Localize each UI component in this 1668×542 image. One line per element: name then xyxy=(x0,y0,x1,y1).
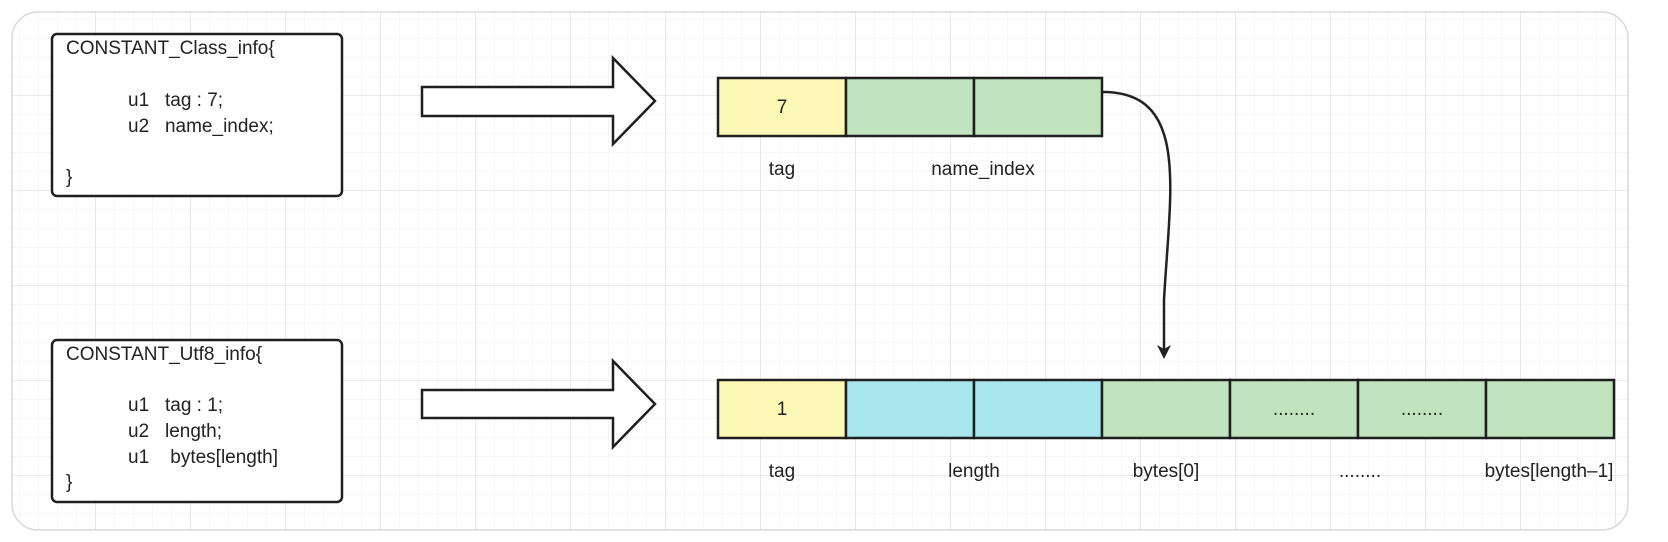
utf8-info-bytes-cell-last xyxy=(1484,378,1616,440)
utf8-info-cell-dots-1: ........ xyxy=(1273,399,1315,420)
utf8-info-tag-cell xyxy=(716,378,848,440)
class-info-block-arrow xyxy=(420,54,657,148)
utf8-info-bytes-first-label: bytes[0] xyxy=(1133,461,1200,482)
utf8-info-struct-box: CONSTANT_Utf8_info{ u1 tag : 1; u2 lengt… xyxy=(50,338,344,504)
utf8-info-cell-dots-2: ........ xyxy=(1401,399,1443,420)
class-info-tag-value: 7 xyxy=(777,97,788,118)
utf8-info-bytes-cell-dots-1 xyxy=(1228,378,1360,440)
utf8-info-block-arrow xyxy=(420,357,657,451)
class-info-name-index-cell-2 xyxy=(972,76,1104,138)
class-info-footer: } xyxy=(66,167,72,188)
class-info-line-tag: u1 tag : 7; xyxy=(128,90,223,111)
utf8-info-tag-value: 1 xyxy=(777,399,788,420)
class-info-line-name-index: u2 name_index; xyxy=(128,116,274,137)
utf8-info-bytes-dots-label: ........ xyxy=(1339,461,1381,482)
utf8-info-line-length: u2 length; xyxy=(128,421,222,442)
class-info-name-index-cell-1 xyxy=(844,76,976,138)
utf8-info-line-bytes: u1 bytes[length] xyxy=(128,447,278,468)
utf8-info-footer: } xyxy=(66,472,72,493)
name-index-reference-arrow xyxy=(1102,90,1172,359)
utf8-info-length-cell-1 xyxy=(844,378,976,440)
utf8-info-bytes-last-label: bytes[length–1] xyxy=(1485,461,1614,482)
class-info-header: CONSTANT_Class_info{ xyxy=(66,38,275,59)
utf8-info-line-tag: u1 tag : 1; xyxy=(128,395,223,416)
utf8-info-byte-layout: 1 ........ ........ tag length bytes[0] … xyxy=(716,378,1616,482)
utf8-info-bytes-cell-0 xyxy=(1100,378,1232,440)
class-info-tag-label: tag xyxy=(769,159,795,180)
utf8-info-tag-label: tag xyxy=(769,461,795,482)
utf8-info-length-label: length xyxy=(948,461,1000,482)
class-info-struct-box: CONSTANT_Class_info{ u1 tag : 7; u2 name… xyxy=(50,32,344,198)
utf8-info-header: CONSTANT_Utf8_info{ xyxy=(66,344,263,365)
utf8-info-length-cell-2 xyxy=(972,378,1104,440)
class-info-byte-layout: 7 tag name_index xyxy=(716,76,1104,180)
class-info-name-index-label: name_index xyxy=(931,159,1035,180)
